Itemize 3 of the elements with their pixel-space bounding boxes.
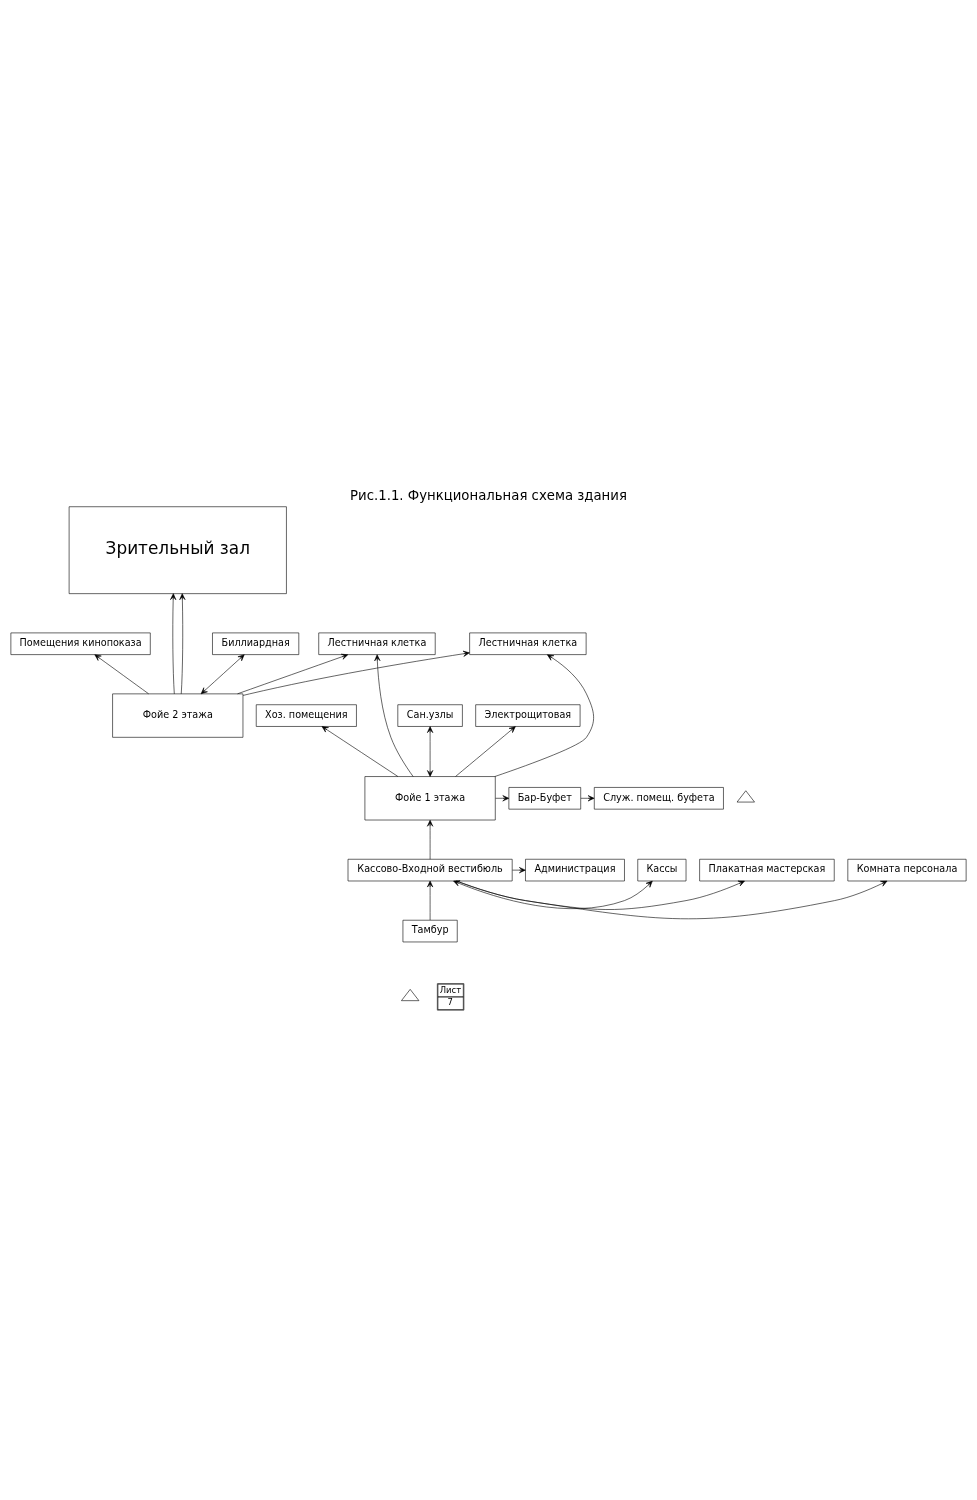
label: 7 [447, 997, 453, 1008]
diagram-title: Рис.1.1. Функциональная схема здания [350, 488, 627, 504]
label: Лист [439, 984, 462, 995]
